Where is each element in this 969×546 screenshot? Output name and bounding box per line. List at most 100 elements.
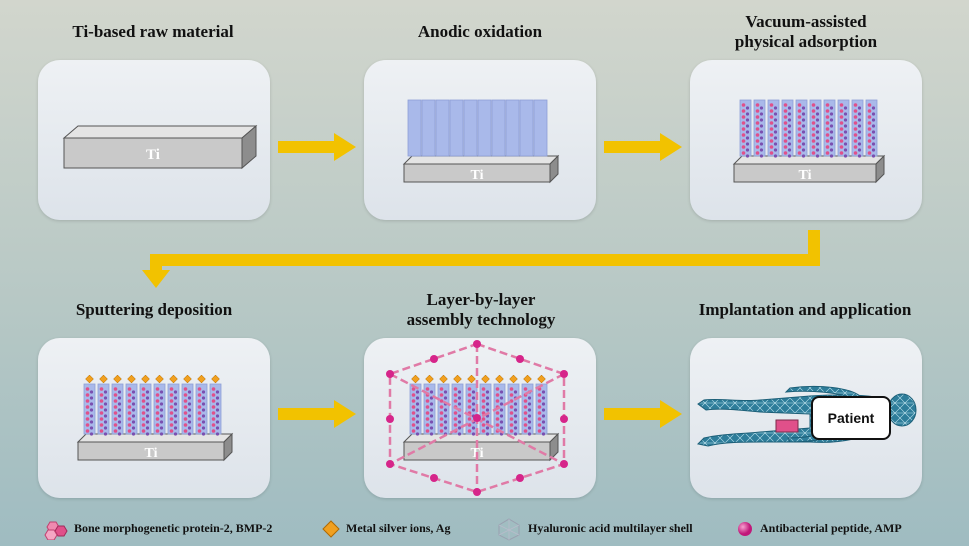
amp-dot — [485, 408, 490, 412]
amp-sphere — [516, 355, 524, 363]
amp-dot — [745, 106, 750, 110]
bmp2-dot — [769, 151, 774, 155]
bmp2-dot — [495, 399, 500, 403]
amp-dot — [215, 426, 220, 430]
amp-dot — [145, 432, 150, 436]
amp-dot — [871, 142, 876, 146]
amp-sphere — [430, 355, 438, 363]
amp-dot — [117, 426, 122, 430]
amp-dot — [159, 408, 164, 412]
amp-dot — [499, 420, 504, 424]
bmp2-dot — [755, 145, 760, 149]
amp-dot — [117, 396, 122, 400]
bmp2-dot — [169, 405, 174, 409]
amp-dot — [145, 426, 150, 430]
amp-dot — [187, 432, 192, 436]
amp-dot — [843, 148, 848, 152]
bmp2-dot — [183, 387, 188, 391]
amp-dot — [829, 112, 834, 116]
bmp2-dot — [439, 411, 444, 415]
amp-dot — [145, 414, 150, 418]
bmp2-dot — [867, 103, 872, 107]
bmp2-dot — [509, 405, 514, 409]
silver-diamond — [85, 374, 94, 384]
amp-dot — [201, 414, 206, 418]
bmp2-dot — [425, 387, 430, 391]
amp-dot — [201, 420, 206, 424]
nanotube — [477, 99, 492, 157]
amp-dot — [759, 130, 764, 134]
amp-dot — [89, 414, 94, 418]
bmp2-dot — [741, 103, 746, 107]
amp-dot — [415, 396, 420, 400]
amp-dot — [117, 390, 122, 394]
nanotube — [153, 383, 166, 435]
amp-dot — [215, 432, 220, 436]
amp-dot — [145, 396, 150, 400]
bmp2-dot — [141, 417, 146, 421]
amp-dot — [429, 408, 434, 412]
amp-dot — [857, 112, 862, 116]
panel-sputtering: Ti — [38, 338, 270, 498]
amp-dot — [759, 154, 764, 158]
amp-dot — [103, 396, 108, 400]
bmp2-dot — [741, 145, 746, 149]
amp-sphere-icon — [738, 522, 752, 536]
nanotube — [435, 99, 450, 157]
silver-diamond — [453, 374, 462, 384]
bmp2-dot — [537, 405, 542, 409]
amp-dot — [159, 426, 164, 430]
amp-dot — [773, 130, 778, 134]
nanotube — [465, 383, 478, 435]
amp-dot — [513, 432, 518, 436]
bmp2-dot — [741, 109, 746, 113]
silver-diamond — [495, 374, 504, 384]
bmp2-dot — [141, 411, 146, 415]
bmp2-dot — [155, 387, 160, 391]
bmp2-dot — [467, 387, 472, 391]
amp-dot — [787, 142, 792, 146]
amp-dot — [499, 408, 504, 412]
amp-dot — [815, 118, 820, 122]
amp-dot — [843, 136, 848, 140]
amp-dot — [187, 426, 192, 430]
nanotube — [423, 383, 436, 435]
amp-dot — [103, 402, 108, 406]
amp-sphere — [473, 414, 481, 422]
bmp2-dot — [755, 127, 760, 131]
bmp2-dot — [141, 393, 146, 397]
bmp2-dot — [769, 115, 774, 119]
nanotube — [125, 383, 138, 435]
amp-dot — [173, 420, 178, 424]
bmp2-dot — [141, 387, 146, 391]
amp-dot — [773, 136, 778, 140]
bmp2-dot — [411, 417, 416, 421]
bmp2-dot — [509, 423, 514, 427]
amp-dot — [457, 414, 462, 418]
bmp2-dot — [839, 103, 844, 107]
amp-dot — [773, 124, 778, 128]
amp-dot — [429, 402, 434, 406]
amp-dot — [871, 106, 876, 110]
amp-dot — [759, 112, 764, 116]
amp-dot — [857, 106, 862, 110]
amp-dot — [857, 124, 862, 128]
bmp2-dot — [439, 405, 444, 409]
amp-dot — [201, 408, 206, 412]
bmp2-dot — [509, 387, 514, 391]
bmp2-dot — [769, 103, 774, 107]
bmp2-dot — [453, 399, 458, 403]
amp-dot — [815, 112, 820, 116]
bmp2-dot — [411, 405, 416, 409]
bmp2-dot — [141, 429, 146, 433]
bmp2-dot — [211, 399, 216, 403]
silver-diamond — [425, 374, 434, 384]
amp-dot — [513, 426, 518, 430]
amp-dot — [829, 118, 834, 122]
panel-layer-by-layer: Ti — [364, 338, 596, 498]
bmp2-dot — [127, 399, 132, 403]
amp-dot — [843, 112, 848, 116]
amp-dot — [429, 420, 434, 424]
bmp2-dot — [99, 423, 104, 427]
bmp2-dot — [797, 115, 802, 119]
